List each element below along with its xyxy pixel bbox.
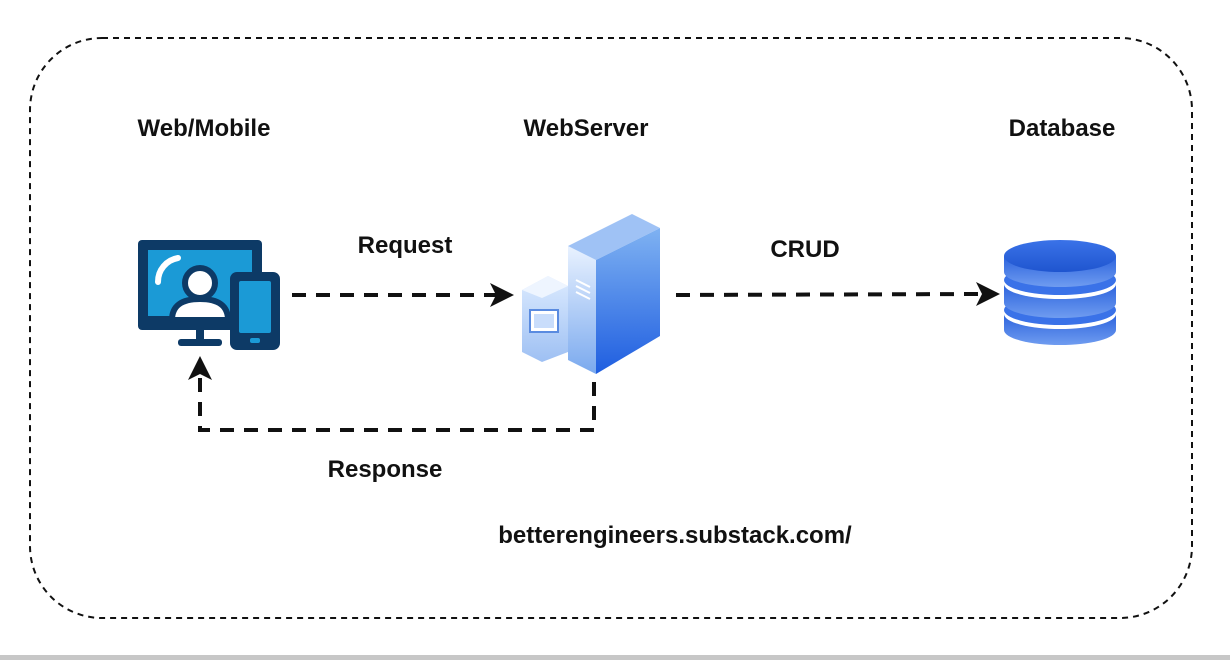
request-arrow [292, 283, 514, 307]
client-title: Web/Mobile [137, 115, 271, 142]
request-label: Request [357, 232, 453, 259]
response-label: Response [327, 456, 443, 483]
bottom-divider [0, 655, 1230, 660]
crud-arrow [675, 282, 1000, 306]
crud-label: CRUD [770, 236, 840, 263]
database-title: Database [1008, 115, 1116, 142]
server-title: WebServer [523, 115, 649, 142]
response-arrow [188, 356, 596, 432]
footer-url: betterengineers.substack.com/ [498, 522, 852, 549]
monitor-user-phone-icon [138, 240, 280, 350]
outer-boundary [29, 37, 1193, 619]
server-tower-icon [522, 214, 660, 374]
database-cylinder-icon [1004, 240, 1116, 345]
